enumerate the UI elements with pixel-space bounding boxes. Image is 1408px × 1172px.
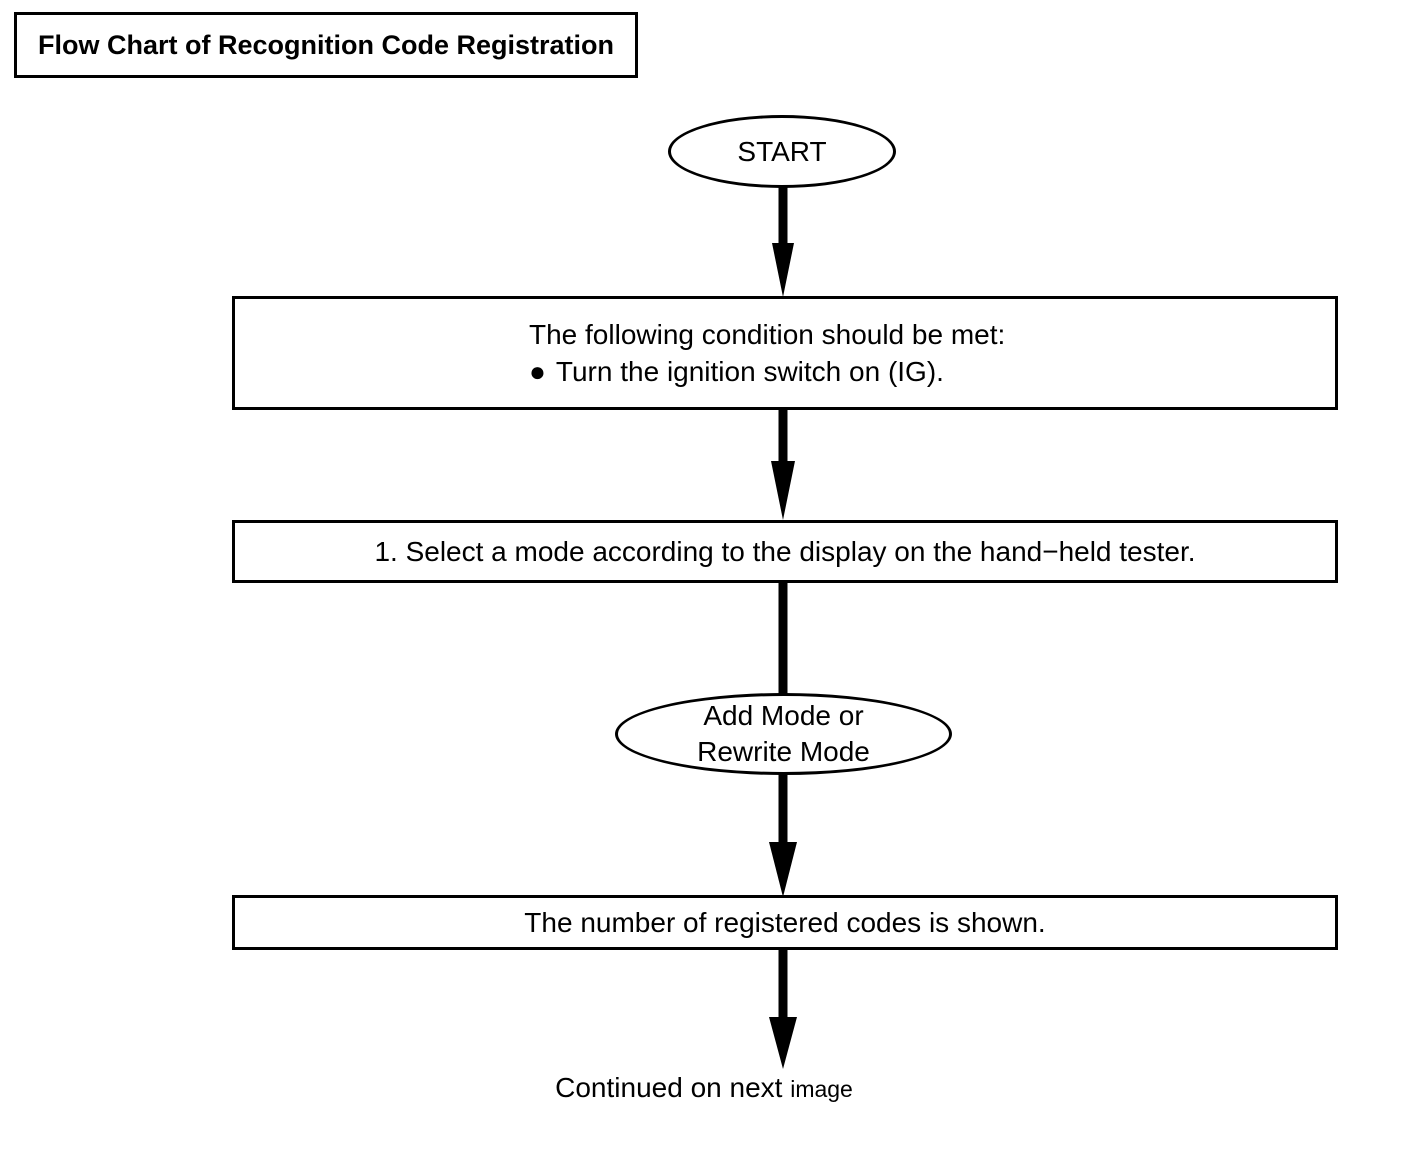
condition-line2-text: Turn the ignition switch on (IG).	[555, 356, 944, 387]
mode-line2: Rewrite Mode	[697, 736, 870, 767]
registered-codes-text: The number of registered codes is shown.	[524, 907, 1046, 938]
start-terminator: START	[668, 115, 896, 188]
diagram-title-label: Flow Chart of Recognition Code Registrat…	[38, 29, 614, 60]
condition-process-box: The following condition should be met: ●…	[232, 296, 1338, 410]
registered-codes-process-box: The number of registered codes is shown.	[232, 895, 1338, 950]
mode-terminator: Add Mode or Rewrite Mode	[615, 693, 952, 775]
continued-text: Continued on next	[555, 1072, 783, 1103]
condition-line2: ● Turn the ignition switch on (IG).	[529, 353, 944, 390]
arrow-mode-to-registered	[769, 770, 797, 897]
bullet-icon: ●	[529, 356, 546, 387]
select-mode-process-box: 1. Select a mode according to the displa…	[232, 520, 1338, 583]
start-label: START	[737, 136, 827, 167]
arrow-registered-to-continued	[769, 949, 797, 1069]
arrow-condition-to-select	[771, 409, 795, 520]
diagram-title: Flow Chart of Recognition Code Registrat…	[14, 12, 638, 78]
condition-line1: The following condition should be met:	[529, 319, 1006, 350]
continued-suffix: image	[790, 1076, 853, 1102]
mode-line1: Add Mode or	[703, 700, 864, 731]
arrow-start-to-condition	[772, 186, 794, 297]
continued-caption: Continued on next image	[0, 1072, 1408, 1104]
select-mode-text: 1. Select a mode according to the displa…	[374, 536, 1196, 567]
